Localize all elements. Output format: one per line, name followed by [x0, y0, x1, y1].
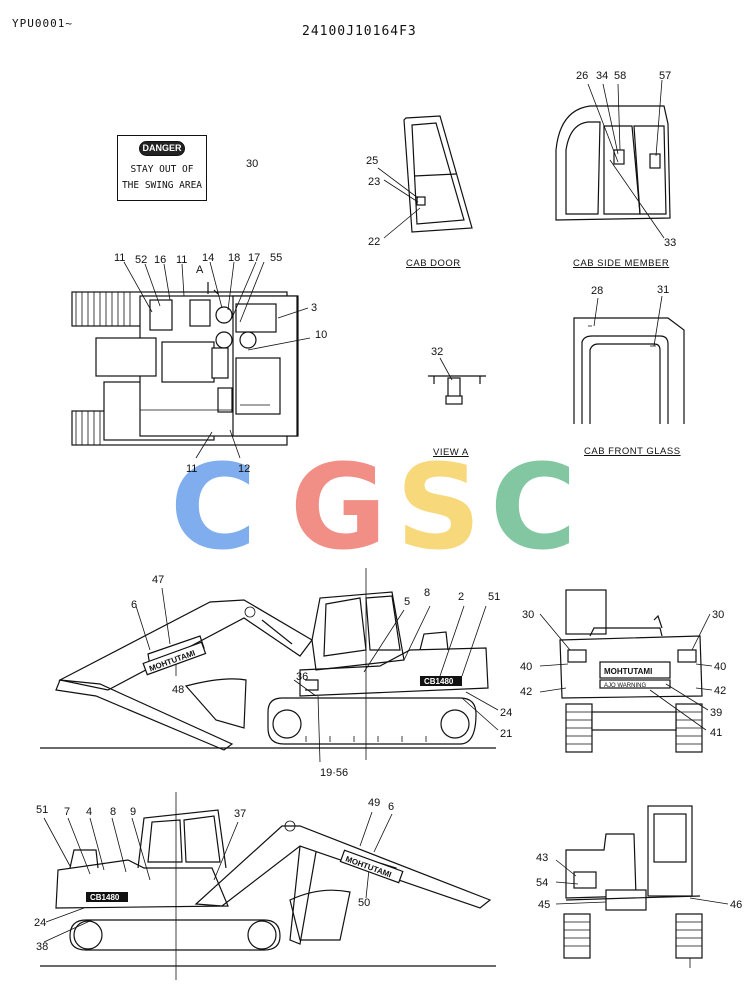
side-view-right-drawing	[40, 792, 496, 980]
callout-top-view-10: 3	[311, 302, 317, 314]
callout-side-left-7: 8	[424, 587, 430, 599]
callout-cab-front-1: 28	[591, 285, 603, 297]
callout-top-view-7: 18	[228, 252, 240, 264]
watermark-letter-s: S	[396, 438, 481, 576]
callout-cab-door-1: 25	[366, 155, 378, 167]
part-code: 24100J10164F3	[302, 24, 417, 39]
callout-front-view-4: 46	[730, 899, 742, 911]
callout-cab-front-2: 31	[657, 284, 669, 296]
document-id: YPU0001~	[12, 17, 73, 30]
callout-side-right-5: 9	[130, 806, 136, 818]
rear-sub-decal: AJO WARNING	[604, 683, 646, 689]
danger-sign: DANGER STAY OUT OF THE SWING AREA	[117, 135, 207, 201]
front-view-leaders	[555, 859, 729, 905]
rear-view-drawing	[559, 589, 703, 753]
callout-top-view-1: 11	[114, 252, 125, 264]
counterweight-model-decal: CB1480	[424, 677, 454, 686]
callout-side-right-4: 8	[110, 806, 116, 818]
callout-side-right-9: 50	[358, 897, 370, 909]
callout-rear-view-7: 39	[710, 707, 722, 719]
caption-cab-door: CAB DOOR	[406, 258, 461, 269]
caption-view-a: VIEW A	[433, 447, 469, 458]
caption-cab-side-member: CAB SIDE MEMBER	[573, 258, 670, 269]
cab-door-drawing	[377, 115, 473, 239]
counterweight-model-decal-right: CB1480	[90, 893, 120, 902]
callout-top-view-8: 17	[248, 252, 260, 264]
callout-cab-side-3: 58	[614, 70, 626, 82]
callout-side-left-2: 6	[131, 599, 137, 611]
callout-side-left-11: 21	[500, 728, 512, 740]
callout-cab-side-2: 34	[596, 70, 608, 82]
callout-side-right-11: 38	[36, 941, 48, 953]
callout-side-left-6: 5	[404, 596, 410, 608]
callout-top-view-6: 14	[202, 252, 214, 264]
callout-cab-side-5: 33	[664, 237, 676, 249]
callout-rear-view-8: 41	[710, 727, 722, 739]
callout-cab-door-3: 22	[368, 236, 380, 248]
callout-rear-view-1: 30	[522, 609, 534, 621]
callout-top-view-12: 11	[186, 463, 197, 475]
callout-view-a-1: 32	[431, 346, 443, 358]
callout-side-left-3: 48	[172, 684, 184, 696]
callout-side-right-3: 4	[86, 806, 92, 818]
danger-badge: DANGER	[139, 141, 185, 156]
callout-top-view-5: A	[196, 264, 204, 276]
callout-rear-view-6: 42	[714, 685, 726, 697]
callout-rear-view-4: 40	[714, 661, 726, 673]
callout-cab-door-2: 23	[368, 176, 380, 188]
callout-cab-side-4: 57	[659, 70, 671, 82]
rear-logo-decal: MOHTUTAMI	[604, 667, 652, 676]
side-view-left-leaders	[135, 587, 499, 763]
callout-side-left-9: 51	[488, 591, 500, 603]
callout-side-left-4: 36	[296, 671, 308, 683]
callout-top-view-13: 12	[238, 463, 250, 475]
front-view-drawing	[563, 805, 703, 968]
top-view-leaders	[123, 261, 311, 459]
callout-side-left-10: 24	[500, 707, 512, 719]
callout-side-left-8: 2	[458, 591, 464, 603]
callout-front-view-2: 54	[536, 877, 548, 889]
callout-side-right-8: 6	[388, 801, 394, 813]
callout-side-left-1: 47	[152, 574, 164, 586]
callout-side-right-1: 51	[36, 804, 48, 816]
callout-rear-view-3: 40	[520, 661, 532, 673]
side-view-right-leaders	[43, 811, 393, 943]
callout-front-view-1: 43	[536, 852, 548, 864]
cab-front-glass-drawing	[573, 295, 685, 424]
callout-front-view-3: 45	[538, 899, 550, 911]
cab-side-member-drawing	[555, 79, 671, 239]
callout-side-right-10: 24	[34, 917, 46, 929]
callout-top-view-3: 16	[154, 254, 166, 266]
callout-side-right-7: 49	[368, 797, 380, 809]
top-view-drawing	[71, 282, 299, 446]
danger-line-1: STAY OUT OF	[130, 164, 194, 175]
callout-top-view-4: 11	[176, 254, 187, 266]
watermark-letter-c1: C	[170, 438, 257, 576]
watermark-letter-c2: C	[490, 438, 577, 576]
callout-sign-1: 30	[246, 158, 258, 170]
callout-side-right-2: 7	[64, 806, 70, 818]
view-a-drawing	[428, 357, 486, 405]
callout-top-view-11: 10	[315, 329, 327, 341]
callout-side-right-6: 37	[234, 808, 246, 820]
callout-rear-view-5: 42	[520, 686, 532, 698]
watermark-letter-g: G	[290, 438, 387, 576]
watermark: C G S C	[170, 438, 577, 576]
callout-side-left-5: 19·56	[320, 767, 348, 779]
callout-cab-side-1: 26	[576, 70, 588, 82]
callout-top-view-2: 52	[135, 254, 147, 266]
rear-view-leaders	[539, 613, 713, 731]
callout-top-view-9: 55	[270, 252, 282, 264]
caption-cab-front-glass: CAB FRONT GLASS	[584, 446, 681, 457]
danger-line-2: THE SWING AREA	[121, 180, 203, 191]
callout-rear-view-2: 30	[712, 609, 724, 621]
